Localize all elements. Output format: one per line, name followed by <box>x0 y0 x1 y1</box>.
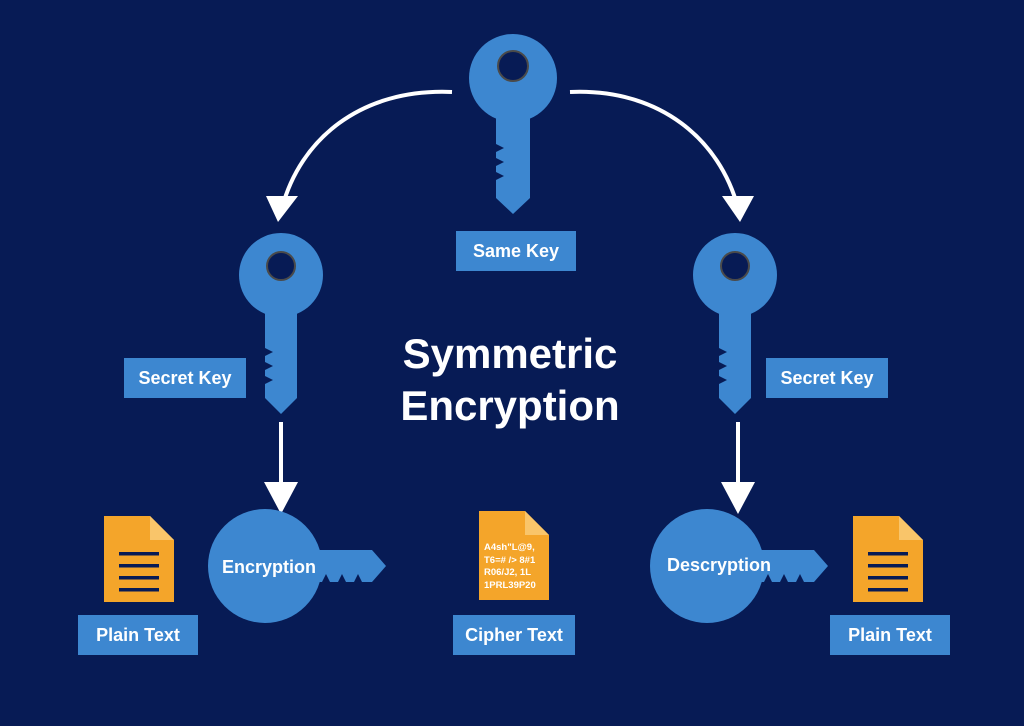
plain-document-left-icon <box>104 516 174 602</box>
plain-text-left-label: Plain Text <box>78 615 198 655</box>
down-arrowhead-left <box>264 482 298 514</box>
curved-arrow-right <box>569 89 740 209</box>
cipher-text-label: Cipher Text <box>453 615 575 655</box>
diagram-title: Symmetric Encryption <box>330 328 690 432</box>
arrowhead-right <box>722 196 754 222</box>
decryption-key-label: Descryption <box>667 555 772 575</box>
cipher-line: R06/J2, 1L <box>484 567 531 578</box>
secret-key-right-icon <box>693 233 777 414</box>
cipher-document-icon <box>479 511 549 600</box>
curved-arrow-left <box>280 89 453 209</box>
encryption-key-icon <box>208 509 386 623</box>
plain-text-right-label: Plain Text <box>830 615 950 655</box>
down-arrowhead-right <box>721 482 755 514</box>
arrowhead-left <box>266 196 298 222</box>
cipher-content: A4sh"L@9, T6=# /> 8#1 R06/J2, 1L 1PRL39P… <box>484 542 554 592</box>
secret-key-left-label: Secret Key <box>124 358 246 398</box>
decryption-key-icon <box>650 509 828 623</box>
secret-key-right-label: Secret Key <box>766 358 888 398</box>
same-key-label: Same Key <box>456 231 576 271</box>
title-line-2: Encryption <box>400 382 620 429</box>
same-key-icon <box>469 34 557 214</box>
cipher-line: T6=# /> 8#1 <box>484 554 536 566</box>
cipher-line: A4sh"L@9, <box>484 542 535 553</box>
plain-document-right-icon <box>853 516 923 602</box>
encryption-key-label: Encryption <box>222 557 317 577</box>
secret-key-left-icon <box>239 233 323 414</box>
title-line-1: Symmetric <box>402 330 618 377</box>
cipher-line: 1PRL39P20 <box>484 579 536 591</box>
